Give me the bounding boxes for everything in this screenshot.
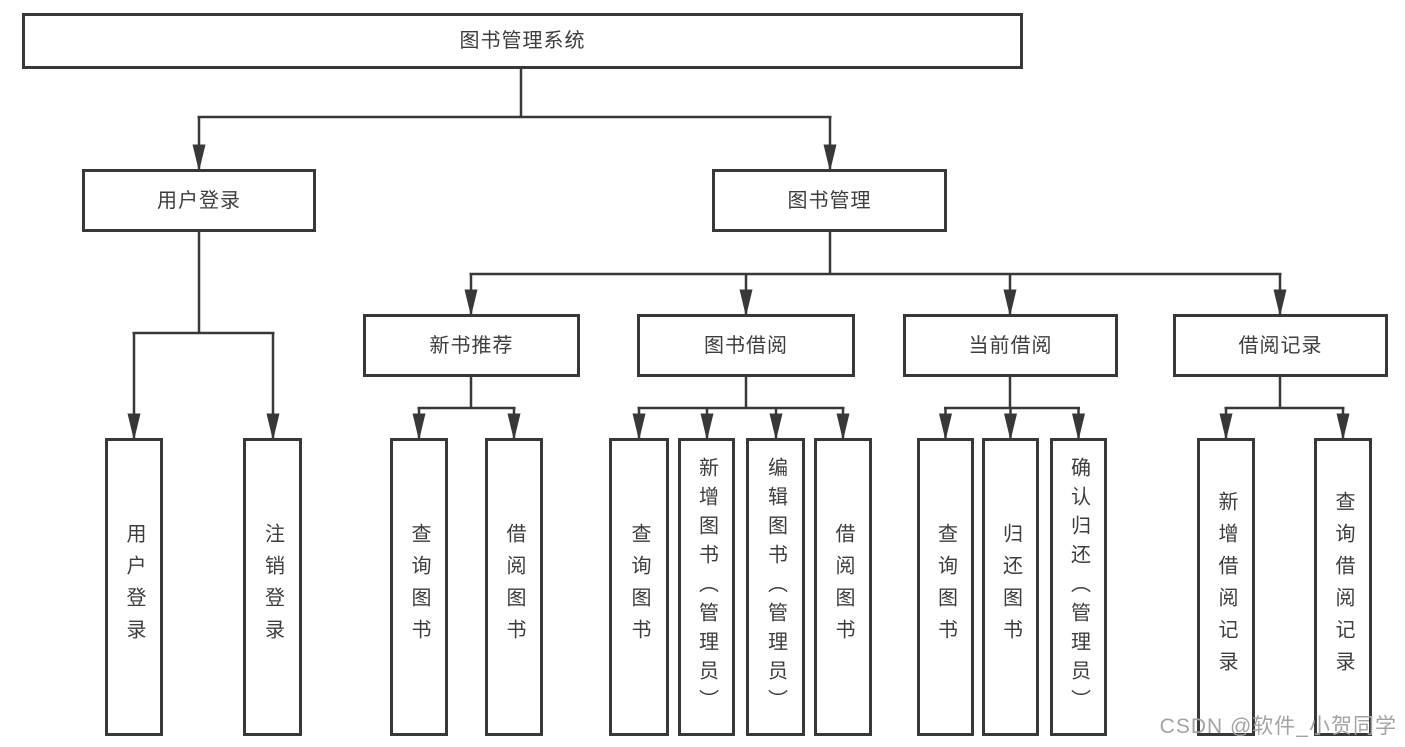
leaf-user-login: 用户登录 bbox=[105, 438, 163, 736]
node-new-book-recommend: 新书推荐 bbox=[363, 314, 580, 377]
node-user-login: 用户登录 bbox=[82, 169, 316, 232]
leaf-return-books: 归还图书 bbox=[982, 438, 1039, 736]
leaf-add-borrow-record: 新增借阅记录 bbox=[1197, 438, 1255, 736]
leaf-logout: 注销登录 bbox=[243, 438, 302, 736]
leaf-edit-books-admin: 编辑图书（管理员） bbox=[746, 438, 805, 736]
leaf-current-query-books: 查询图书 bbox=[917, 438, 974, 736]
leaf-query-borrow-record: 查询借阅记录 bbox=[1314, 438, 1372, 736]
leaf-borrow-books: 借阅图书 bbox=[814, 438, 872, 736]
leaf-add-books-admin: 新增图书（管理员） bbox=[678, 438, 735, 736]
leaf-borrow-query-books: 查询图书 bbox=[609, 438, 669, 736]
node-book-borrow: 图书借阅 bbox=[637, 314, 855, 377]
node-book-management: 图书管理 bbox=[712, 169, 947, 232]
leaf-confirm-return-admin: 确认归还（管理员） bbox=[1050, 438, 1107, 736]
csdn-watermark: CSDN @软件_小贺同学 bbox=[1159, 715, 1397, 738]
leaf-recommend-borrow-books: 借阅图书 bbox=[485, 438, 543, 736]
node-current-borrow: 当前借阅 bbox=[903, 314, 1118, 377]
node-borrow-records: 借阅记录 bbox=[1173, 314, 1388, 377]
leaf-recommend-query-books: 查询图书 bbox=[390, 438, 448, 736]
node-system-root: 图书管理系统 bbox=[22, 13, 1023, 69]
